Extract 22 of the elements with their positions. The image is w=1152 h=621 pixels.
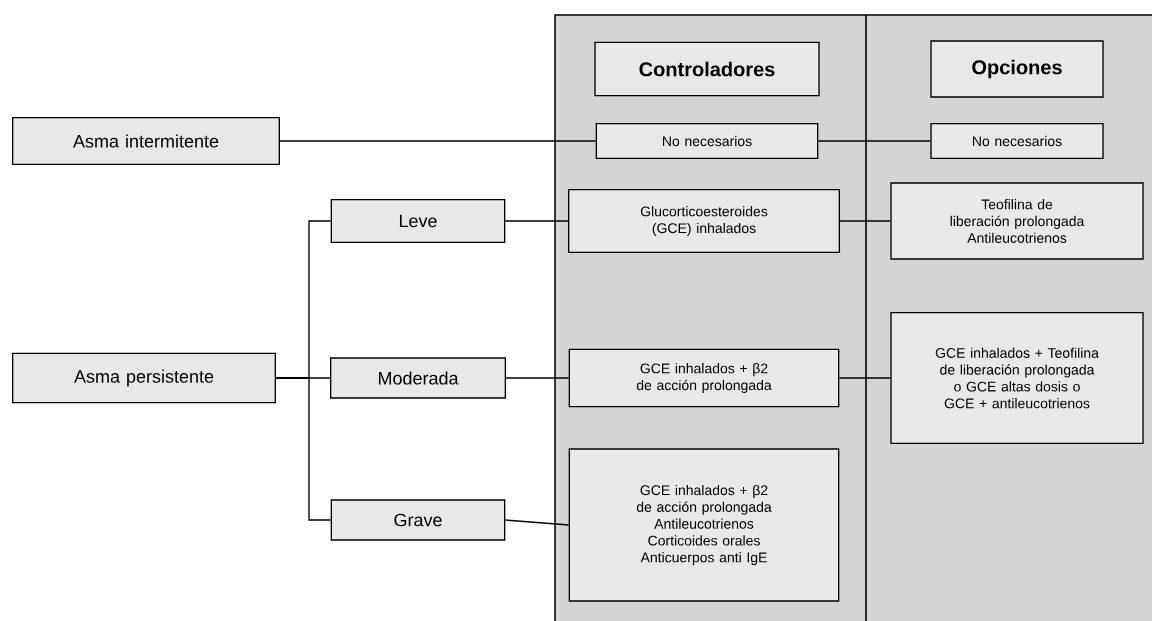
category-box: Moderada [330, 357, 506, 399]
header-box: Opciones [930, 40, 1104, 98]
category-box: Asma intermitente [12, 117, 280, 165]
category-box: Leve [330, 199, 506, 243]
treatment-box: Glucorticoesteroides (GCE) inhalados [568, 189, 840, 253]
treatment-box: GCE inhalados + β2 de acción prolongada Antileucotrienos Corticoides orales Anticuerpos anti IgE [568, 448, 840, 602]
category-box: Asma persistente [12, 352, 276, 404]
treatment-box: GCE inhalados + β2 de acción prolongada [568, 348, 840, 408]
treatment-box: No necesarios [595, 123, 819, 159]
connector-line [504, 519, 570, 526]
treatment-box: No necesarios [930, 123, 1104, 159]
category-box: Grave [330, 499, 506, 541]
treatment-box: Teofilina de liberación prolongada Antileucotrienos [890, 182, 1144, 260]
connector-line [279, 140, 597, 142]
connector-line [505, 377, 570, 379]
treatment-box: GCE inhalados + Teofilina de liberación prolongada o GCE altas dosis o GCE + antileucotrienos [890, 312, 1144, 444]
connector-line [504, 220, 569, 222]
connector-line [817, 140, 931, 142]
header-box: Controladores [594, 41, 820, 97]
connector-line [275, 377, 332, 521]
connector-line [839, 220, 891, 222]
connector-line [838, 377, 891, 379]
